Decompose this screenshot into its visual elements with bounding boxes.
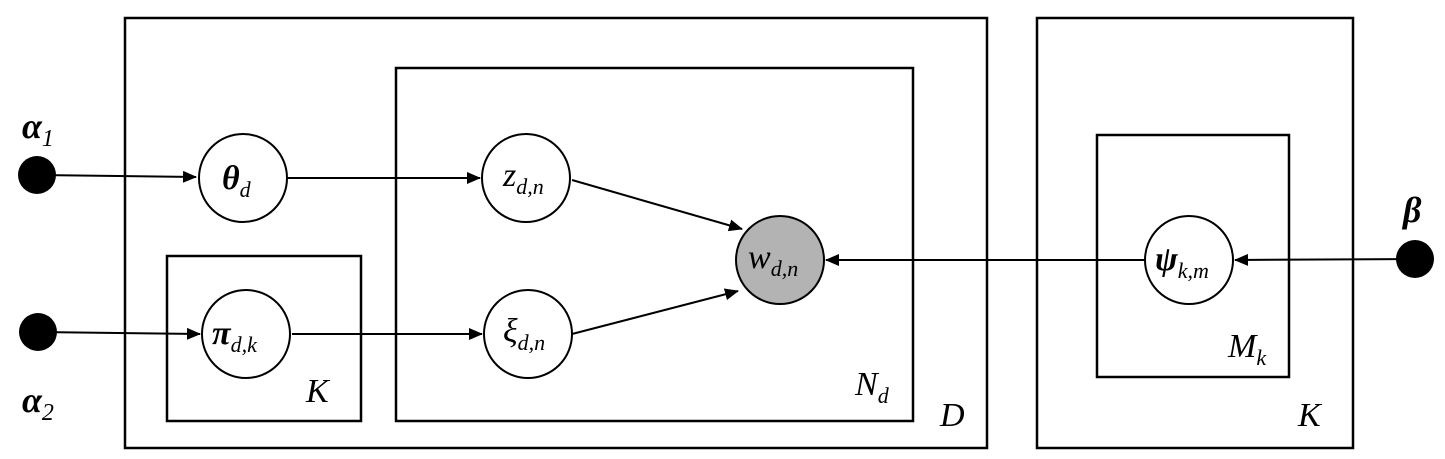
psi-node: [1144, 215, 1234, 305]
theta-label: θd: [222, 160, 252, 202]
plate-k-pi: [165, 254, 363, 423]
edge-xi-w: [571, 288, 739, 335]
xi-label: ξd,n: [503, 313, 545, 355]
plate-k-psi: [1035, 16, 1355, 450]
plate-n-label: Nd: [854, 366, 890, 408]
alpha2-node: [19, 313, 57, 351]
plate-d-label: D: [939, 397, 965, 434]
plate-d: [123, 16, 989, 450]
w-label: wd,n: [748, 239, 798, 281]
theta-node: [198, 133, 288, 223]
alpha2-label: α2: [22, 380, 54, 426]
w-node: [735, 215, 825, 305]
edge-beta-psi: [1234, 253, 1416, 266]
edge-alpha1-theta: [37, 170, 197, 183]
beta-node: [1396, 240, 1434, 278]
alpha1-node: [18, 156, 56, 194]
edge-z-w: [571, 179, 743, 232]
plate-k-psi-label: K: [1297, 397, 1323, 434]
plate-m: [1095, 133, 1291, 379]
plate-k-pi-label: K: [305, 373, 331, 410]
alpha1-label: α1: [22, 106, 54, 152]
xi-node: [483, 289, 573, 379]
beta-label: β: [1401, 190, 1422, 230]
plate-m-label: Mk: [1227, 328, 1267, 370]
z-label: zd,n: [502, 157, 544, 199]
edge-alpha2-pi: [37, 327, 201, 340]
pi-node: [201, 289, 291, 379]
plate-n: [394, 66, 915, 423]
pi-label: πd,k: [212, 315, 258, 357]
z-node: [481, 133, 571, 223]
psi-label: ψk,m: [1155, 241, 1209, 283]
